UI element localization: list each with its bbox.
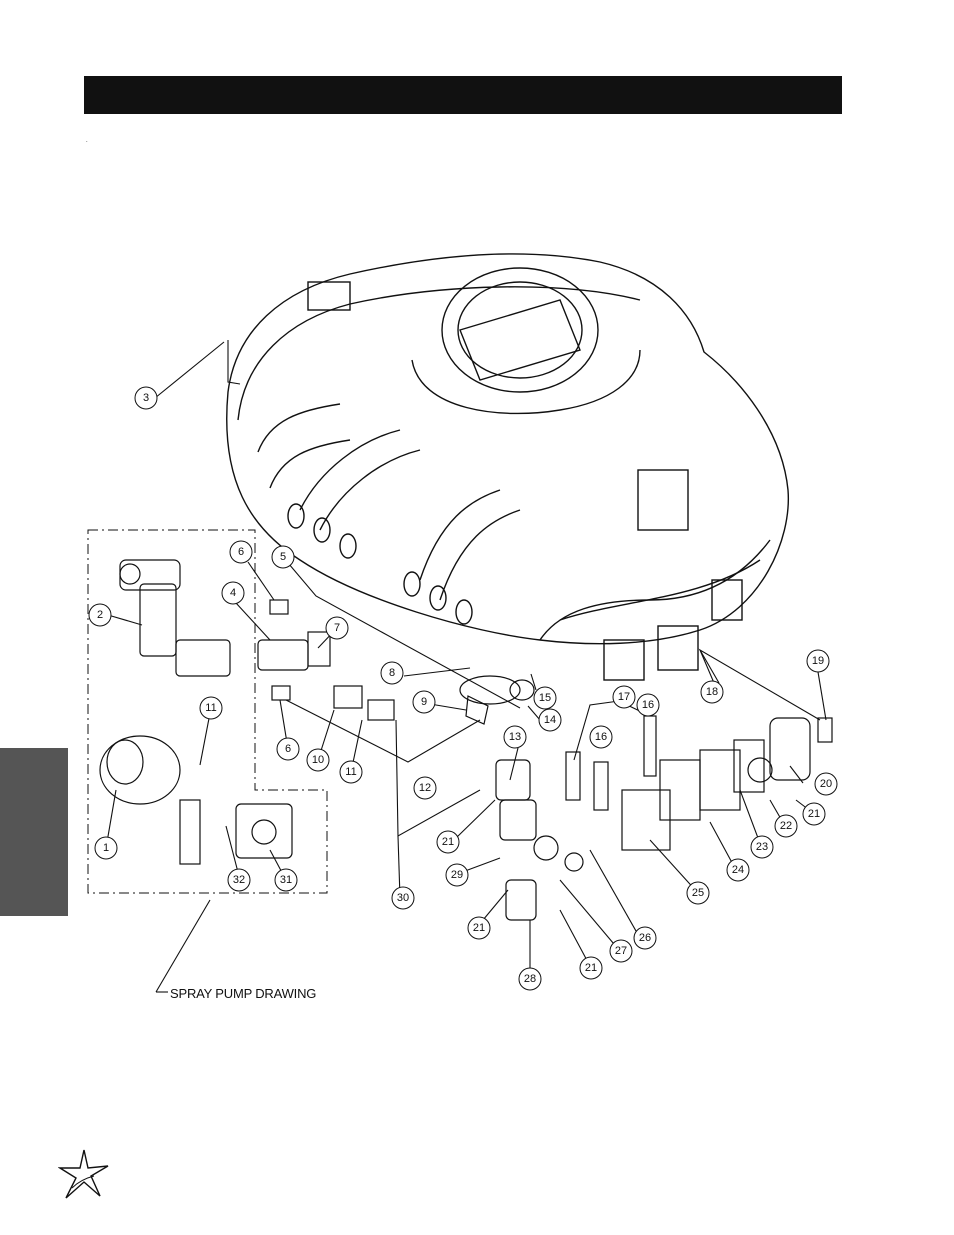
callout-label: 29 xyxy=(451,869,463,881)
callout-label: 16 xyxy=(595,731,607,743)
callout-10: 10 xyxy=(306,748,330,772)
callout-label: 27 xyxy=(615,945,627,957)
section-tab xyxy=(0,748,68,916)
callout-11a: 11 xyxy=(199,696,223,720)
callout-label: 21 xyxy=(808,808,820,820)
callout-label: 24 xyxy=(732,864,744,876)
callout-label: 16 xyxy=(642,699,654,711)
callout-32: 32 xyxy=(227,868,251,892)
callout-label: 15 xyxy=(539,692,551,704)
callout-28: 28 xyxy=(518,967,542,991)
callout-label: 18 xyxy=(706,686,718,698)
callout-18: 18 xyxy=(700,680,724,704)
callout-27: 27 xyxy=(609,939,633,963)
callout-20: 20 xyxy=(814,772,838,796)
callout-13: 13 xyxy=(503,725,527,749)
header-bar xyxy=(84,76,842,114)
callout-label: 11 xyxy=(345,766,356,778)
callout-label: 31 xyxy=(280,874,292,886)
callout-12: 12 xyxy=(413,776,437,800)
callout-label: 4 xyxy=(230,587,236,599)
callout-25: 25 xyxy=(686,881,710,905)
callout-21d: 21 xyxy=(579,956,603,980)
callout-label: 14 xyxy=(544,714,556,726)
callout-label: 9 xyxy=(421,696,427,708)
pump-parts xyxy=(99,559,833,921)
callout-21b: 21 xyxy=(436,830,460,854)
tank-drawing xyxy=(226,253,790,681)
page-mark: . xyxy=(86,138,88,144)
callout-30: 30 xyxy=(391,886,415,910)
callout-6b: 6 xyxy=(276,737,300,761)
callout-label: 25 xyxy=(692,887,704,899)
callout-label: 22 xyxy=(780,820,792,832)
callout-9: 9 xyxy=(412,690,436,714)
callout-label: 17 xyxy=(618,691,630,703)
callout-label: 21 xyxy=(442,836,454,848)
leader-lines xyxy=(105,340,827,993)
callout-21a: 21 xyxy=(802,802,826,826)
callout-label: 19 xyxy=(812,655,824,667)
callout-5: 5 xyxy=(271,545,295,569)
callout-4: 4 xyxy=(221,581,245,605)
callout-label: 5 xyxy=(280,551,286,563)
callout-16a: 16 xyxy=(636,693,660,717)
callout-26: 26 xyxy=(633,926,657,950)
callout-label: 21 xyxy=(585,962,597,974)
callout-14: 14 xyxy=(538,708,562,732)
callout-label: 12 xyxy=(419,782,431,794)
callout-22: 22 xyxy=(774,814,798,838)
callout-24: 24 xyxy=(726,858,750,882)
callout-29: 29 xyxy=(445,863,469,887)
callout-label: 10 xyxy=(312,754,324,766)
callout-16b: 16 xyxy=(589,725,613,749)
callout-label: 6 xyxy=(285,743,291,755)
callout-label: 32 xyxy=(233,874,245,886)
callout-label: 1 xyxy=(103,842,109,854)
spray-pump-caption: SPRAY PUMP DRAWING xyxy=(170,986,317,1001)
callout-8: 8 xyxy=(380,661,404,685)
callout-7: 7 xyxy=(325,616,349,640)
callout-label: 13 xyxy=(509,731,521,743)
callout-label: 6 xyxy=(238,546,244,558)
callout-3: 3 xyxy=(134,386,158,410)
callout-15: 15 xyxy=(533,686,557,710)
callout-label: 2 xyxy=(97,609,103,621)
callout-6a: 6 xyxy=(229,540,253,564)
callout-label: 11 xyxy=(205,702,216,714)
callout-label: 28 xyxy=(524,973,536,985)
callout-label: 23 xyxy=(756,841,768,853)
callout-1: 1 xyxy=(94,836,118,860)
callout-label: 20 xyxy=(820,778,832,790)
callout-11b: 11 xyxy=(339,760,363,784)
callout-label: 3 xyxy=(143,392,149,404)
callout-17: 17 xyxy=(612,685,636,709)
callout-label: 7 xyxy=(334,622,340,634)
callout-label: 30 xyxy=(397,892,409,904)
star-logo-icon xyxy=(58,1149,109,1199)
callout-19: 19 xyxy=(806,649,830,673)
callout-23: 23 xyxy=(750,835,774,859)
callout-21c: 21 xyxy=(467,916,491,940)
callout-31: 31 xyxy=(274,868,298,892)
callout-label: 26 xyxy=(639,932,651,944)
callouts: 1 2 3 4 5 6 6 7 8 9 10 11 11 12 13 14 15… xyxy=(88,386,838,991)
callout-label: 8 xyxy=(389,667,395,679)
spray-pump-box xyxy=(87,529,328,894)
callout-2: 2 xyxy=(88,603,112,627)
callout-label: 21 xyxy=(473,922,485,934)
